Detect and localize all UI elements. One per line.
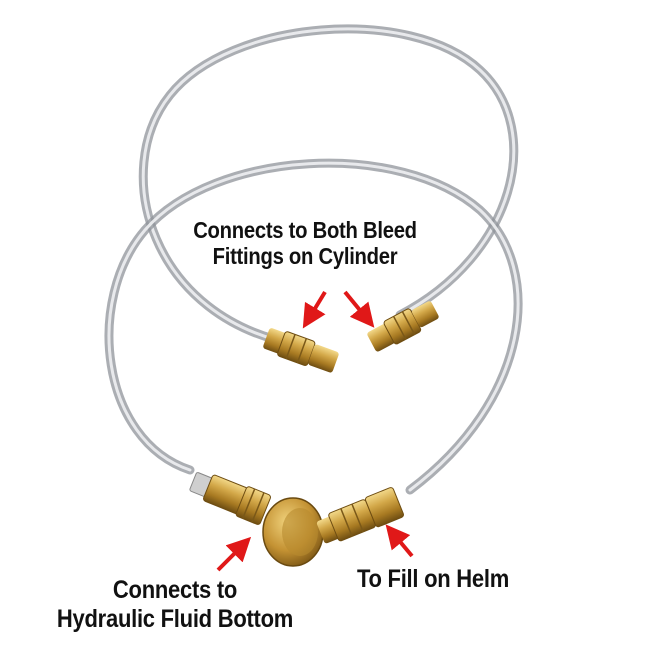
arrow-bleed-left [302,290,327,329]
bleed-fitting-right [367,301,439,352]
arrow-bottom [216,536,252,572]
helm-fitting [316,487,404,544]
helm-label: To Fill on Helm [356,565,510,593]
bleed-label-line2: Fittings on Cylinder [212,243,398,270]
bottom-label-line2: Hydraulic Fluid Bottom [56,604,294,633]
bleed-fitting-left [263,328,339,373]
upper-hose-loop [138,24,519,350]
bleed-fittings-label: Connects to Both Bleed Fittings on Cylin… [169,217,442,270]
bleed-label-line1: Connects to Both Bleed [193,217,417,243]
bottom-label-line1: Connects to [112,576,238,604]
bottle-adapter-cap [262,497,324,567]
arrow-helm [385,524,414,558]
bottom-fitting-left [189,472,271,525]
fluid-bottom-label: Connects to Hydraulic Fluid Bottom [39,576,312,634]
callout-arrows [216,290,414,572]
arrow-bleed-right [343,290,375,328]
lower-hose-loop [104,158,523,495]
